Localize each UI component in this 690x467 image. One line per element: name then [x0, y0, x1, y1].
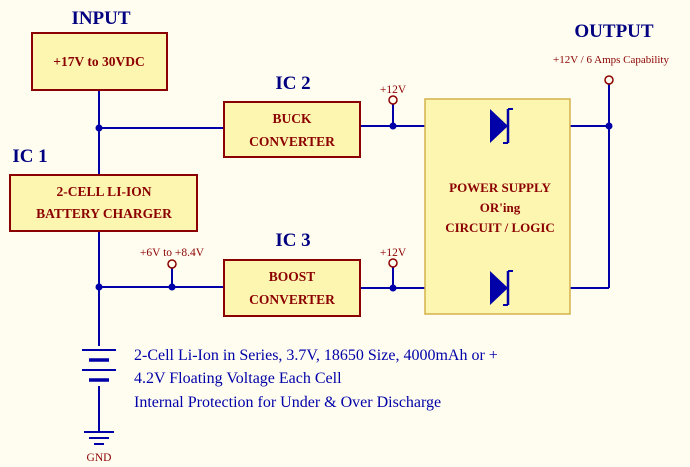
ic3-line1: BOOST [269, 269, 316, 284]
battery-note-line1: 2-Cell Li-Ion in Series, 3.7V, 18650 Siz… [134, 347, 498, 364]
ic1-title: IC 1 [12, 146, 47, 167]
junction-dot [605, 122, 613, 130]
output-title: OUTPUT [574, 21, 654, 42]
junction-dot [95, 283, 103, 291]
test-point-v12-top [388, 95, 398, 105]
input-box [31, 32, 168, 91]
ic2-title: IC 2 [275, 73, 310, 94]
test-points [167, 75, 614, 269]
batt-range-label: +6V to +8.4V [140, 247, 205, 259]
v12-top-label: +12V [380, 84, 407, 96]
ic1-line2: BATTERY CHARGER [36, 206, 172, 221]
junction-dot [389, 122, 397, 130]
diode-bottom-icon [490, 270, 513, 306]
junction-dot [168, 283, 176, 291]
oring-line3: CIRCUIT / LOGIC [445, 220, 555, 235]
junctions [95, 122, 613, 292]
test-point-v12-bottom [388, 258, 398, 268]
diode-top-icon [490, 108, 513, 144]
battery-icon [82, 349, 116, 382]
ic2-line1: BUCK [272, 111, 312, 126]
ic3-line2: CONVERTER [249, 292, 335, 307]
oring-line1: POWER SUPPLY [449, 180, 551, 195]
test-point-output [604, 75, 614, 85]
battery-note-line2: 4.2V Floating Voltage Each Cell [134, 370, 342, 387]
output-spec: +12V / 6 Amps Capability [553, 54, 670, 66]
v12-bottom-label: +12V [380, 247, 407, 259]
input-title: INPUT [71, 8, 130, 29]
ic3-title: IC 3 [275, 230, 310, 251]
ic1-box [9, 174, 198, 232]
ic1-line1: 2-CELL LI-ION [57, 184, 152, 199]
input-range: +17V to 30VDC [53, 54, 144, 69]
ic2-box [223, 101, 361, 158]
ic3-box [223, 259, 361, 317]
test-point-batt [167, 259, 177, 269]
oring-line2: OR'ing [480, 200, 521, 215]
junction-dot [95, 124, 103, 132]
gnd-label: GND [87, 452, 112, 464]
ground-icon [84, 431, 114, 445]
junction-dot [389, 284, 397, 292]
battery-note-line3: Internal Protection for Under & Over Dis… [134, 394, 441, 411]
ic2-line2: CONVERTER [249, 134, 335, 149]
